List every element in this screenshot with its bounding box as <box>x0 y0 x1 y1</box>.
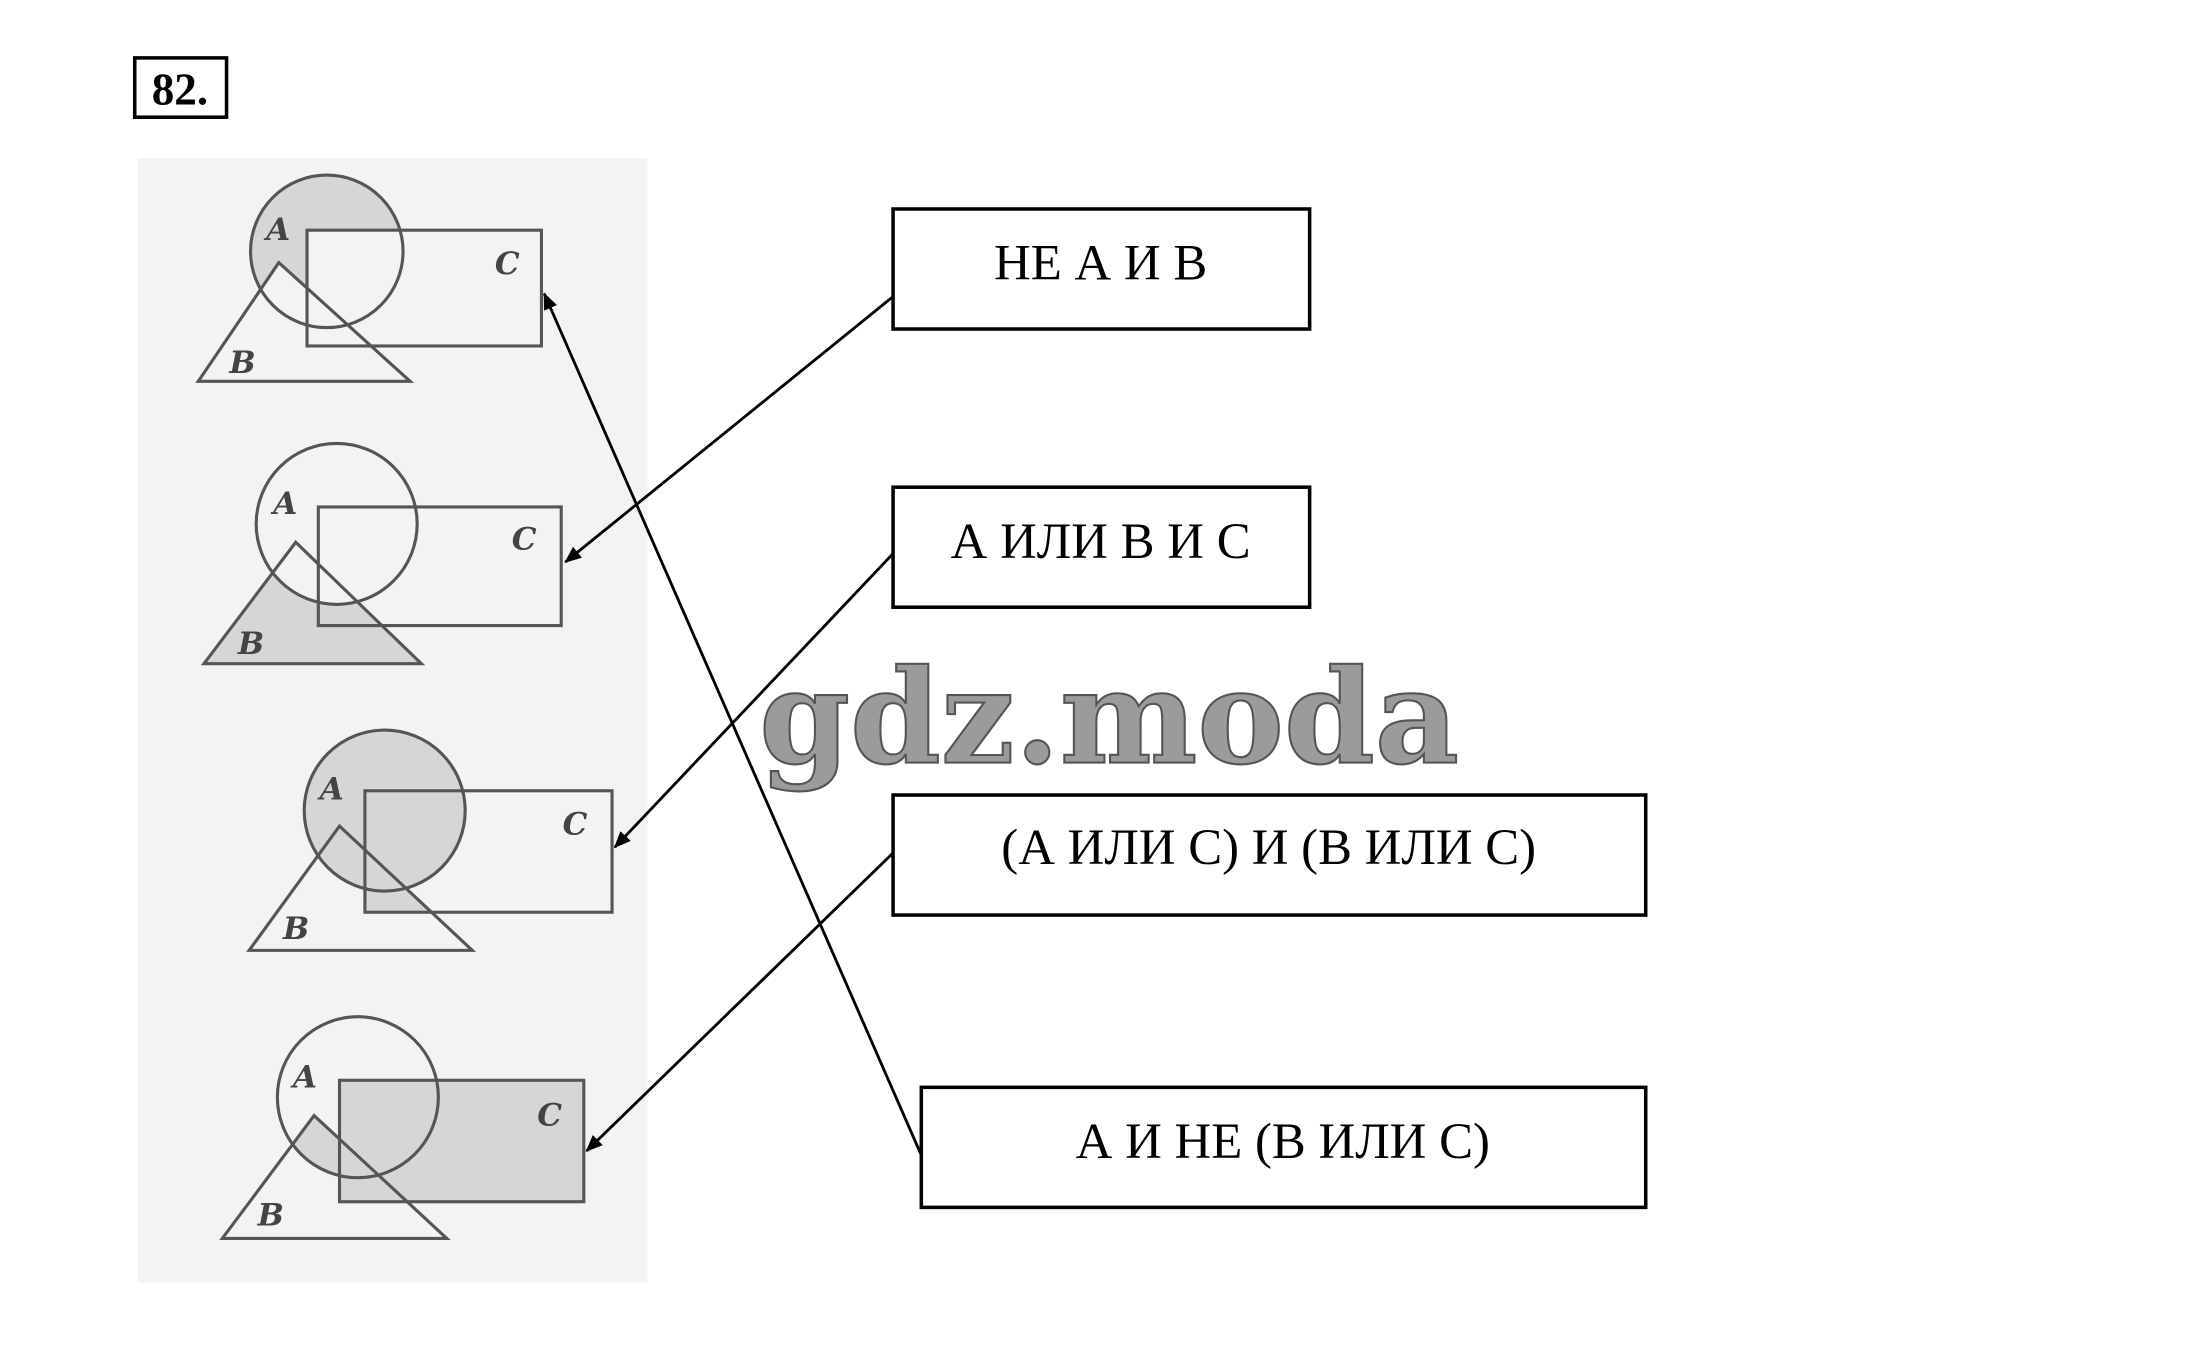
label-a: A <box>317 771 344 807</box>
label-c: C <box>537 1097 562 1133</box>
label-c: C <box>563 807 588 843</box>
venn-diagram-4: A C B <box>219 1015 586 1240</box>
expression-text: А ИЛИ В И С <box>951 513 1251 569</box>
arrow-expr4-to-diagram1 <box>542 292 923 1156</box>
arrow-expr2-to-diagram3 <box>613 552 895 849</box>
label-b: B <box>228 345 255 381</box>
expression-text: НЕ А И В <box>994 235 1207 291</box>
expression-box-4: А И НЕ (В ИЛИ С) <box>919 1085 1648 1210</box>
venn-diagram-1: A C B <box>195 173 543 383</box>
task-number-text: 82. <box>152 64 208 114</box>
arrow-expr3-to-diagram4 <box>585 851 895 1152</box>
expression-text: А И НЕ (В ИЛИ С) <box>1076 1113 1490 1169</box>
label-b: B <box>237 626 264 662</box>
venn-diagram-3: A C B <box>246 728 614 952</box>
label-a: A <box>270 486 297 522</box>
expression-box-1: НЕ А И В <box>891 207 1312 331</box>
venn-diagram-2: A C B <box>200 441 563 666</box>
watermark: gdz.moda <box>759 641 1459 794</box>
label-c: C <box>495 246 520 282</box>
label-b: B <box>282 911 309 947</box>
label-c: C <box>512 521 537 557</box>
label-a: A <box>290 1059 317 1095</box>
expression-text: (А ИЛИ С) И (В ИЛИ С) <box>1001 819 1536 875</box>
expression-box-3: (А ИЛИ С) И (В ИЛИ С) <box>891 793 1648 917</box>
label-a: A <box>263 212 290 248</box>
label-b: B <box>257 1198 284 1234</box>
expression-box-2: А ИЛИ В И С <box>891 485 1312 609</box>
arrow-expr1-to-diagram2 <box>564 295 894 564</box>
task-number: 82. <box>132 56 229 119</box>
